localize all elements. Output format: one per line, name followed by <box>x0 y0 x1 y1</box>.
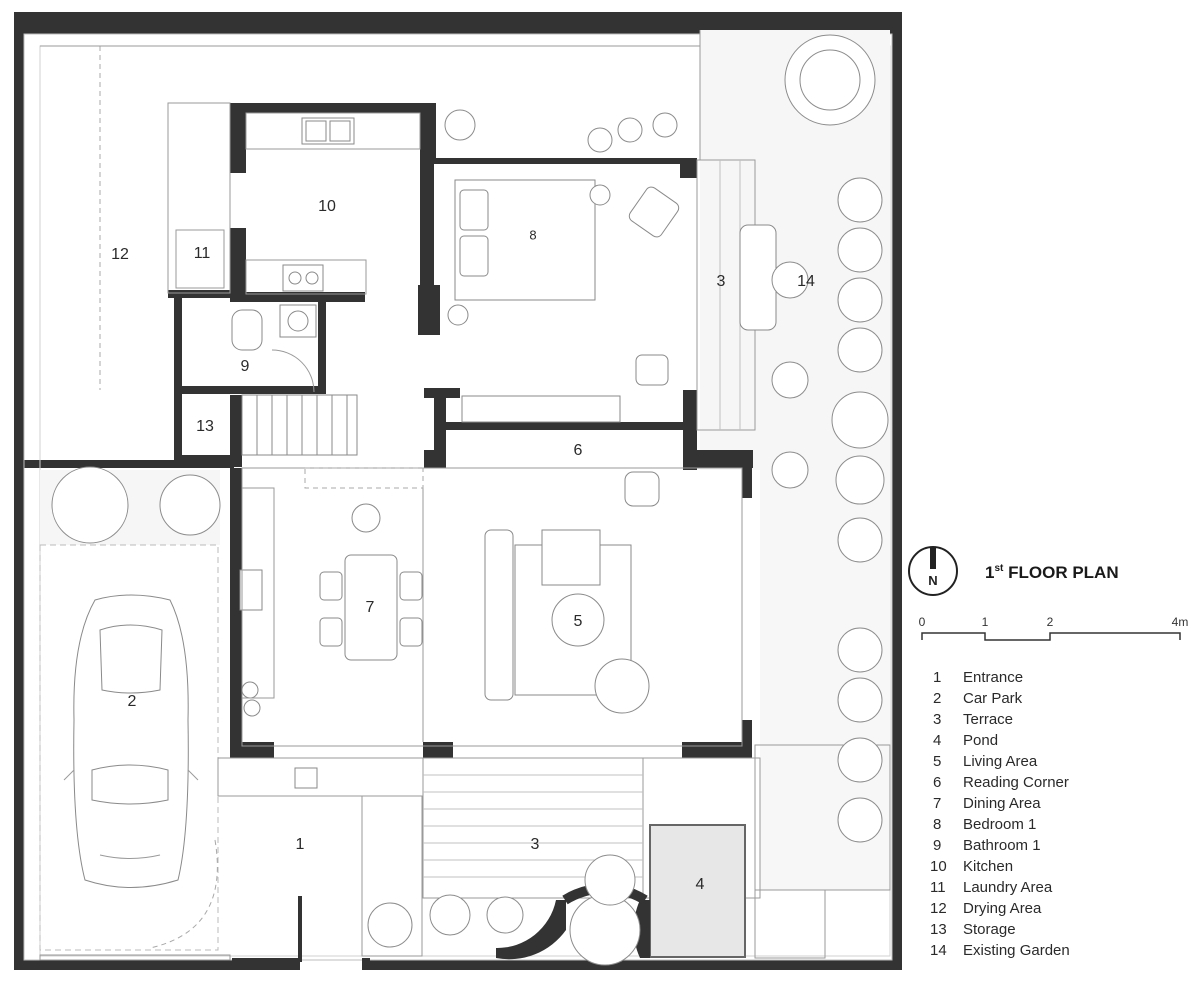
north-arrow: N <box>908 546 958 596</box>
scale-bar: 0 1 2 4m <box>919 615 1189 641</box>
legend-number: 13 <box>930 921 947 938</box>
kitchen-fixtures <box>282 117 355 292</box>
legend-name: Dining Area <box>963 795 1041 812</box>
staircase <box>241 394 358 456</box>
legend-name: Entrance <box>963 669 1023 686</box>
plan-title-superscript: st <box>994 563 1004 574</box>
north-label: N <box>928 573 937 588</box>
room-label-1: 1 <box>296 836 305 853</box>
bathroom-fixtures <box>231 304 317 393</box>
legend-name: Terrace <box>963 711 1013 728</box>
legend-number: 14 <box>930 942 947 959</box>
room-label-2: 2 <box>128 693 137 710</box>
room-labels: 1 2 3 3 4 5 6 7 8 9 10 11 12 13 14 <box>111 198 815 893</box>
scale-tick-1: 1 <box>982 615 989 629</box>
room-label-5: 5 <box>574 613 583 630</box>
legend-number: 3 <box>933 711 941 728</box>
room-label-12: 12 <box>111 246 129 263</box>
legend-name: Laundry Area <box>963 879 1053 896</box>
room-label-3-east: 3 <box>717 273 726 290</box>
legend-number: 10 <box>930 858 947 875</box>
legend-number: 7 <box>933 795 941 812</box>
legend-number: 12 <box>930 900 947 917</box>
legend-number: 9 <box>933 837 941 854</box>
legend-number: 8 <box>933 816 941 833</box>
legend-name: Pond <box>963 732 998 749</box>
room-label-6: 6 <box>574 442 583 459</box>
scale-tick-0: 0 <box>919 615 926 629</box>
legend-name: Bathroom 1 <box>963 837 1041 854</box>
legend-name: Car Park <box>963 690 1023 707</box>
legend-name: Reading Corner <box>963 774 1069 791</box>
pond <box>496 824 746 960</box>
room-label-11: 11 <box>194 245 211 262</box>
legend-name: Kitchen <box>963 858 1013 875</box>
legend-number: 2 <box>933 690 941 707</box>
legend-name: Existing Garden <box>963 942 1070 959</box>
legend-number: 5 <box>933 753 941 770</box>
car-park-area <box>39 544 231 961</box>
legend-number: 11 <box>930 879 946 896</box>
legend-name: Drying Area <box>963 900 1042 917</box>
room-label-7: 7 <box>366 599 375 616</box>
interior-outlines <box>167 102 891 959</box>
plan-title-text: FLOOR PLAN <box>1003 563 1118 582</box>
room-label-3-south: 3 <box>531 836 540 853</box>
legend-name: Storage <box>963 921 1016 938</box>
room-label-14: 14 <box>797 273 815 290</box>
room-label-8: 8 <box>529 227 536 242</box>
legend-name: Bedroom 1 <box>963 816 1036 833</box>
legend-number: 6 <box>933 774 941 791</box>
room-label-13: 13 <box>196 418 214 435</box>
scale-tick-4m: 4m <box>1172 615 1189 629</box>
plan-title: 1st FLOOR PLAN <box>985 563 1119 582</box>
legend-number: 1 <box>933 669 941 686</box>
plan-title-number: 1 <box>985 563 994 582</box>
drying-area-outline <box>40 30 701 390</box>
legend: 1 Entrance 2 Car Park 3 Terrace 4 Pond 5 Living A… <box>930 669 1070 959</box>
room-label-10: 10 <box>318 198 336 215</box>
interior-walls <box>168 103 753 970</box>
room-label-4: 4 <box>696 876 705 893</box>
trees <box>51 34 889 966</box>
legend-name: Living Area <box>963 753 1038 770</box>
scale-tick-2: 2 <box>1047 615 1054 629</box>
room-label-9: 9 <box>241 358 250 375</box>
legend-number: 4 <box>933 732 941 749</box>
bedroom-furniture <box>447 179 777 423</box>
living-furniture <box>239 467 660 789</box>
